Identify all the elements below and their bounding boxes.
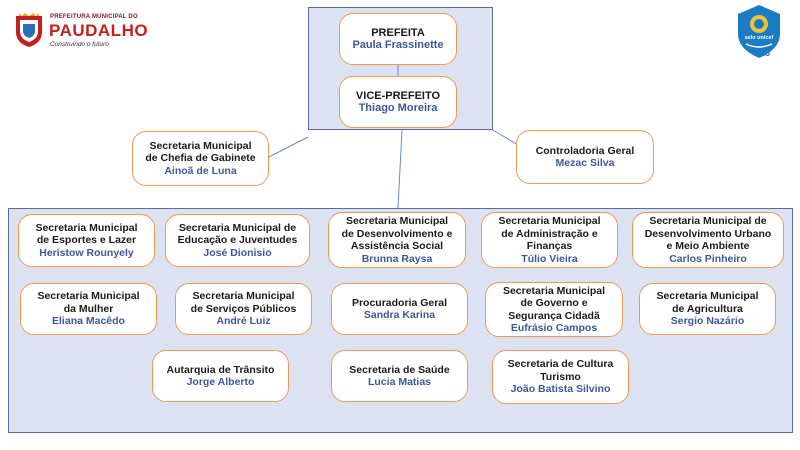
secretaria-title-line: Secretaria Municipal	[656, 290, 759, 303]
chefia-gabinete-box: Secretaria Municipal de Chefia de Gabine…	[132, 131, 269, 186]
seal-number: 25	[760, 48, 771, 58]
secretaria-person: José Dionisio	[203, 246, 272, 259]
controladoria-title: Controladoria Geral	[535, 144, 635, 157]
secretaria-title-line: Secretaria Municipal de	[178, 221, 297, 234]
prefeito-title: PREFEITA	[371, 26, 425, 39]
vice-prefeito-name: Thiago Moreira	[358, 102, 438, 114]
secretaria-title-line: Turismo	[540, 370, 581, 383]
secretaria-title-line: de Administração e	[501, 227, 598, 240]
secretaria-title-line: Secretaria Municipal	[37, 290, 140, 303]
secretaria-title-line: Secretaria Municipal	[498, 215, 601, 227]
secretaria-cultura-box: Secretaria de Cultura Turismo João Batis…	[492, 350, 629, 404]
secretaria-administracao-box: Secretaria Municipal de Administração e …	[481, 212, 618, 268]
secretaria-person: Sandra Karina	[363, 309, 436, 321]
secretaria-assistencia-social-box: Secretaria Municipal de Desenvolvimento …	[328, 212, 466, 268]
logo-name: PAUDALHO	[49, 21, 149, 40]
secretaria-person: Jorge Alberto	[186, 376, 255, 388]
connector-secretarias	[397, 129, 403, 209]
paudalho-logo: PREFEITURA MUNICIPAL DO PAUDALHO Constru…	[14, 10, 148, 52]
secretaria-title-line: de Governo e	[520, 297, 588, 309]
chefia-title-line-1: Secretaria Municipal	[149, 139, 252, 152]
secretaria-title-line: Assistência Social	[350, 240, 444, 252]
chefia-name: Ainoã de Luna	[164, 164, 237, 177]
secretaria-servicos-publicos-box: Secretaria Municipal de Serviços Público…	[175, 283, 312, 335]
secretaria-title-line: Procuradoria Geral	[351, 296, 448, 309]
logo-tagline: Construindo o futuro	[50, 41, 109, 48]
chefia-title-line-2: de Chefia de Gabinete	[145, 152, 256, 165]
crest-icon	[16, 13, 42, 47]
secretaria-title-line: Secretaria de Cultura	[507, 358, 614, 371]
secretaria-saude-box: Secretaria de Saúde Lucia Matias	[331, 350, 468, 402]
secretaria-title-line: de Desenvolvimento e	[341, 227, 453, 240]
procuradoria-geral-box: Procuradoria Geral Sandra Karina	[331, 283, 468, 335]
secretaria-person: Brunna Raysa	[361, 252, 433, 265]
secretaria-person: Sergio Nazário	[670, 315, 745, 328]
vice-prefeito-box: VICE-PREFEITO Thiago Moreira	[339, 76, 457, 128]
secretaria-person: Eufrásio Campos	[510, 322, 598, 334]
secretaria-desenvolvimento-urbano-box: Secretaria Municipal de Desenvolvimento …	[632, 212, 784, 268]
secretaria-title-line: Autarquia de Trânsito	[166, 363, 275, 376]
connector-chefia	[266, 136, 309, 159]
secretaria-title-line: Secretaria Municipal	[35, 221, 138, 234]
secretaria-person: João Batista Silvino	[510, 383, 611, 396]
secretaria-person: Eliana Macêdo	[52, 315, 125, 328]
secretaria-person: Lucia Matias	[367, 376, 432, 388]
secretaria-title-line: Segurança Cidadã	[508, 309, 600, 322]
secretaria-educacao-box: Secretaria Municipal de Educação e Juven…	[165, 214, 310, 267]
controladoria-box: Controladoria Geral Mezac Silva	[516, 130, 654, 184]
autarquia-transito-box: Autarquia de Trânsito Jorge Alberto	[152, 350, 289, 402]
secretaria-esportes-box: Secretaria Municipal de Esportes e Lazer…	[18, 214, 155, 267]
secretaria-person: André Luiz	[216, 315, 271, 328]
secretaria-title-line: da Mulher	[63, 302, 114, 315]
secretaria-title-line: Finanças	[526, 240, 573, 252]
secretaria-title-line: Secretaria Municipal	[502, 284, 606, 297]
secretaria-title-line: de Esportes e Lazer	[36, 234, 137, 247]
controladoria-name: Mezac Silva	[555, 157, 615, 169]
logo-top-line: PREFEITURA MUNICIPAL DO	[50, 14, 138, 20]
secretaria-title-line: Secretaria Municipal	[345, 215, 449, 227]
secretaria-agricultura-box: Secretaria Municipal de Agricultura Serg…	[639, 283, 776, 335]
seal-badge-text: selo unicef	[744, 35, 774, 41]
secretaria-governo-box: Secretaria Municipal de Governo e Segura…	[485, 282, 623, 337]
secretaria-title-line: Desenvolvimento Urbano	[644, 227, 772, 240]
secretaria-mulher-box: Secretaria Municipal da Mulher Eliana Ma…	[20, 283, 157, 335]
secretaria-title-line: Secretaria Municipal de	[649, 215, 767, 227]
secretaria-title-line: de Agricultura	[672, 302, 743, 315]
seal-icon	[738, 5, 780, 58]
secretaria-title-line: Educação e Juventudes	[177, 234, 298, 247]
secretaria-title-line: de Serviços Públicos	[190, 302, 297, 315]
prefeito-name: Paula Frassinette	[352, 39, 444, 51]
unicef-seal-logo: selo unicef 25	[736, 4, 786, 60]
secretaria-person: Heristow Rounyely	[39, 246, 134, 259]
secretaria-title-line: Secretaria de Saúde	[349, 363, 450, 376]
secretaria-title-line: e Meio Ambiente	[666, 240, 750, 252]
secretaria-person: Carlos Pinheiro	[669, 252, 747, 265]
secretaria-person: Túlio Vieira	[521, 252, 578, 265]
vice-prefeito-title: VICE-PREFEITO	[355, 89, 441, 102]
secretaria-title-line: Secretaria Municipal	[192, 290, 295, 303]
prefeito-box: PREFEITA Paula Frassinette	[339, 13, 457, 65]
connector-controladoria	[492, 129, 519, 146]
